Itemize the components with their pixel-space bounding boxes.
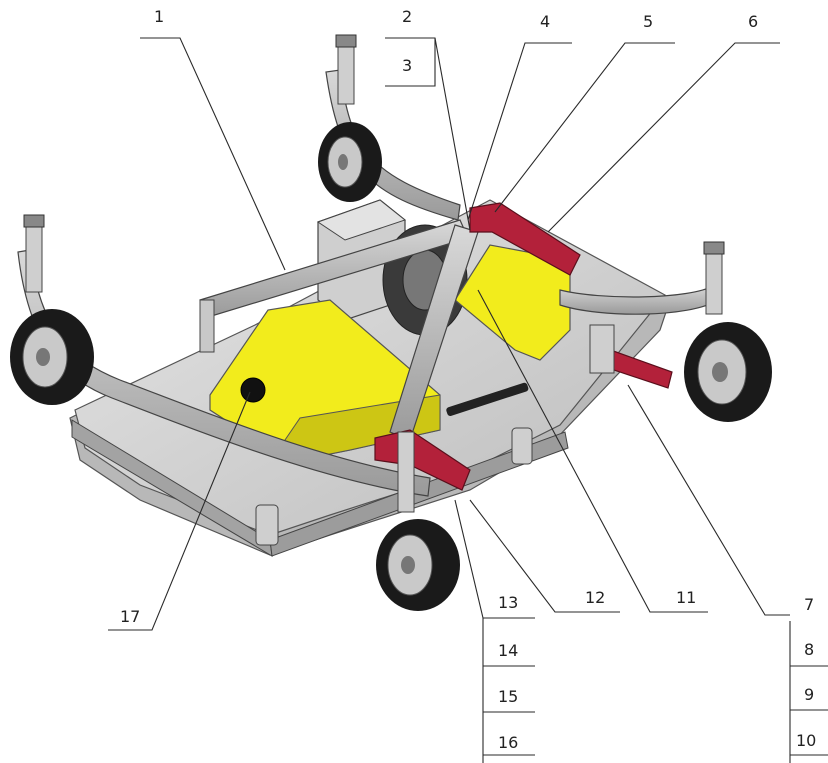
leader-17 <box>108 391 251 631</box>
caster-wheels <box>10 122 772 611</box>
callout-10: 10 <box>796 731 816 750</box>
callout-9: 9 <box>804 685 814 704</box>
leader-12 <box>469 499 620 613</box>
callout-5: 5 <box>643 12 653 31</box>
callout-8: 8 <box>804 640 814 659</box>
callout-12: 12 <box>585 588 605 607</box>
leader-4 <box>467 42 572 221</box>
callout-3: 3 <box>402 56 412 75</box>
leader-lines <box>108 37 828 763</box>
leader-6 <box>547 42 780 233</box>
leader-3 <box>385 38 436 87</box>
callout-16: 16 <box>498 733 518 752</box>
callout-17: 17 <box>120 607 140 626</box>
callout-1: 1 <box>154 7 164 26</box>
deck-skid <box>255 504 279 546</box>
callout-2: 2 <box>402 7 412 26</box>
wheel-rear-right <box>318 122 382 202</box>
leader-1 <box>140 37 286 271</box>
a-frame <box>199 219 479 441</box>
wheel-front-left <box>376 519 460 611</box>
deck-slot <box>446 382 529 417</box>
callout-4: 4 <box>540 12 550 31</box>
cover-plug <box>240 377 266 403</box>
callout-14: 14 <box>498 641 518 660</box>
callout-labels: 1 2 3 4 5 6 7 8 9 10 11 12 13 14 15 16 1… <box>120 7 816 752</box>
wheel-rear-left <box>10 309 94 405</box>
leader-5 <box>494 42 675 213</box>
leader-13 <box>454 499 535 619</box>
deck-skid <box>511 427 533 465</box>
caster-posts <box>23 34 725 513</box>
leader-11 <box>477 289 708 613</box>
callout-13: 13 <box>498 593 518 612</box>
callout-11: 11 <box>676 588 696 607</box>
callout-6: 6 <box>748 12 758 31</box>
leader-7 <box>627 384 790 616</box>
wheel-front-right <box>684 322 772 422</box>
callout-7: 7 <box>804 595 814 614</box>
callout-15: 15 <box>498 687 518 706</box>
